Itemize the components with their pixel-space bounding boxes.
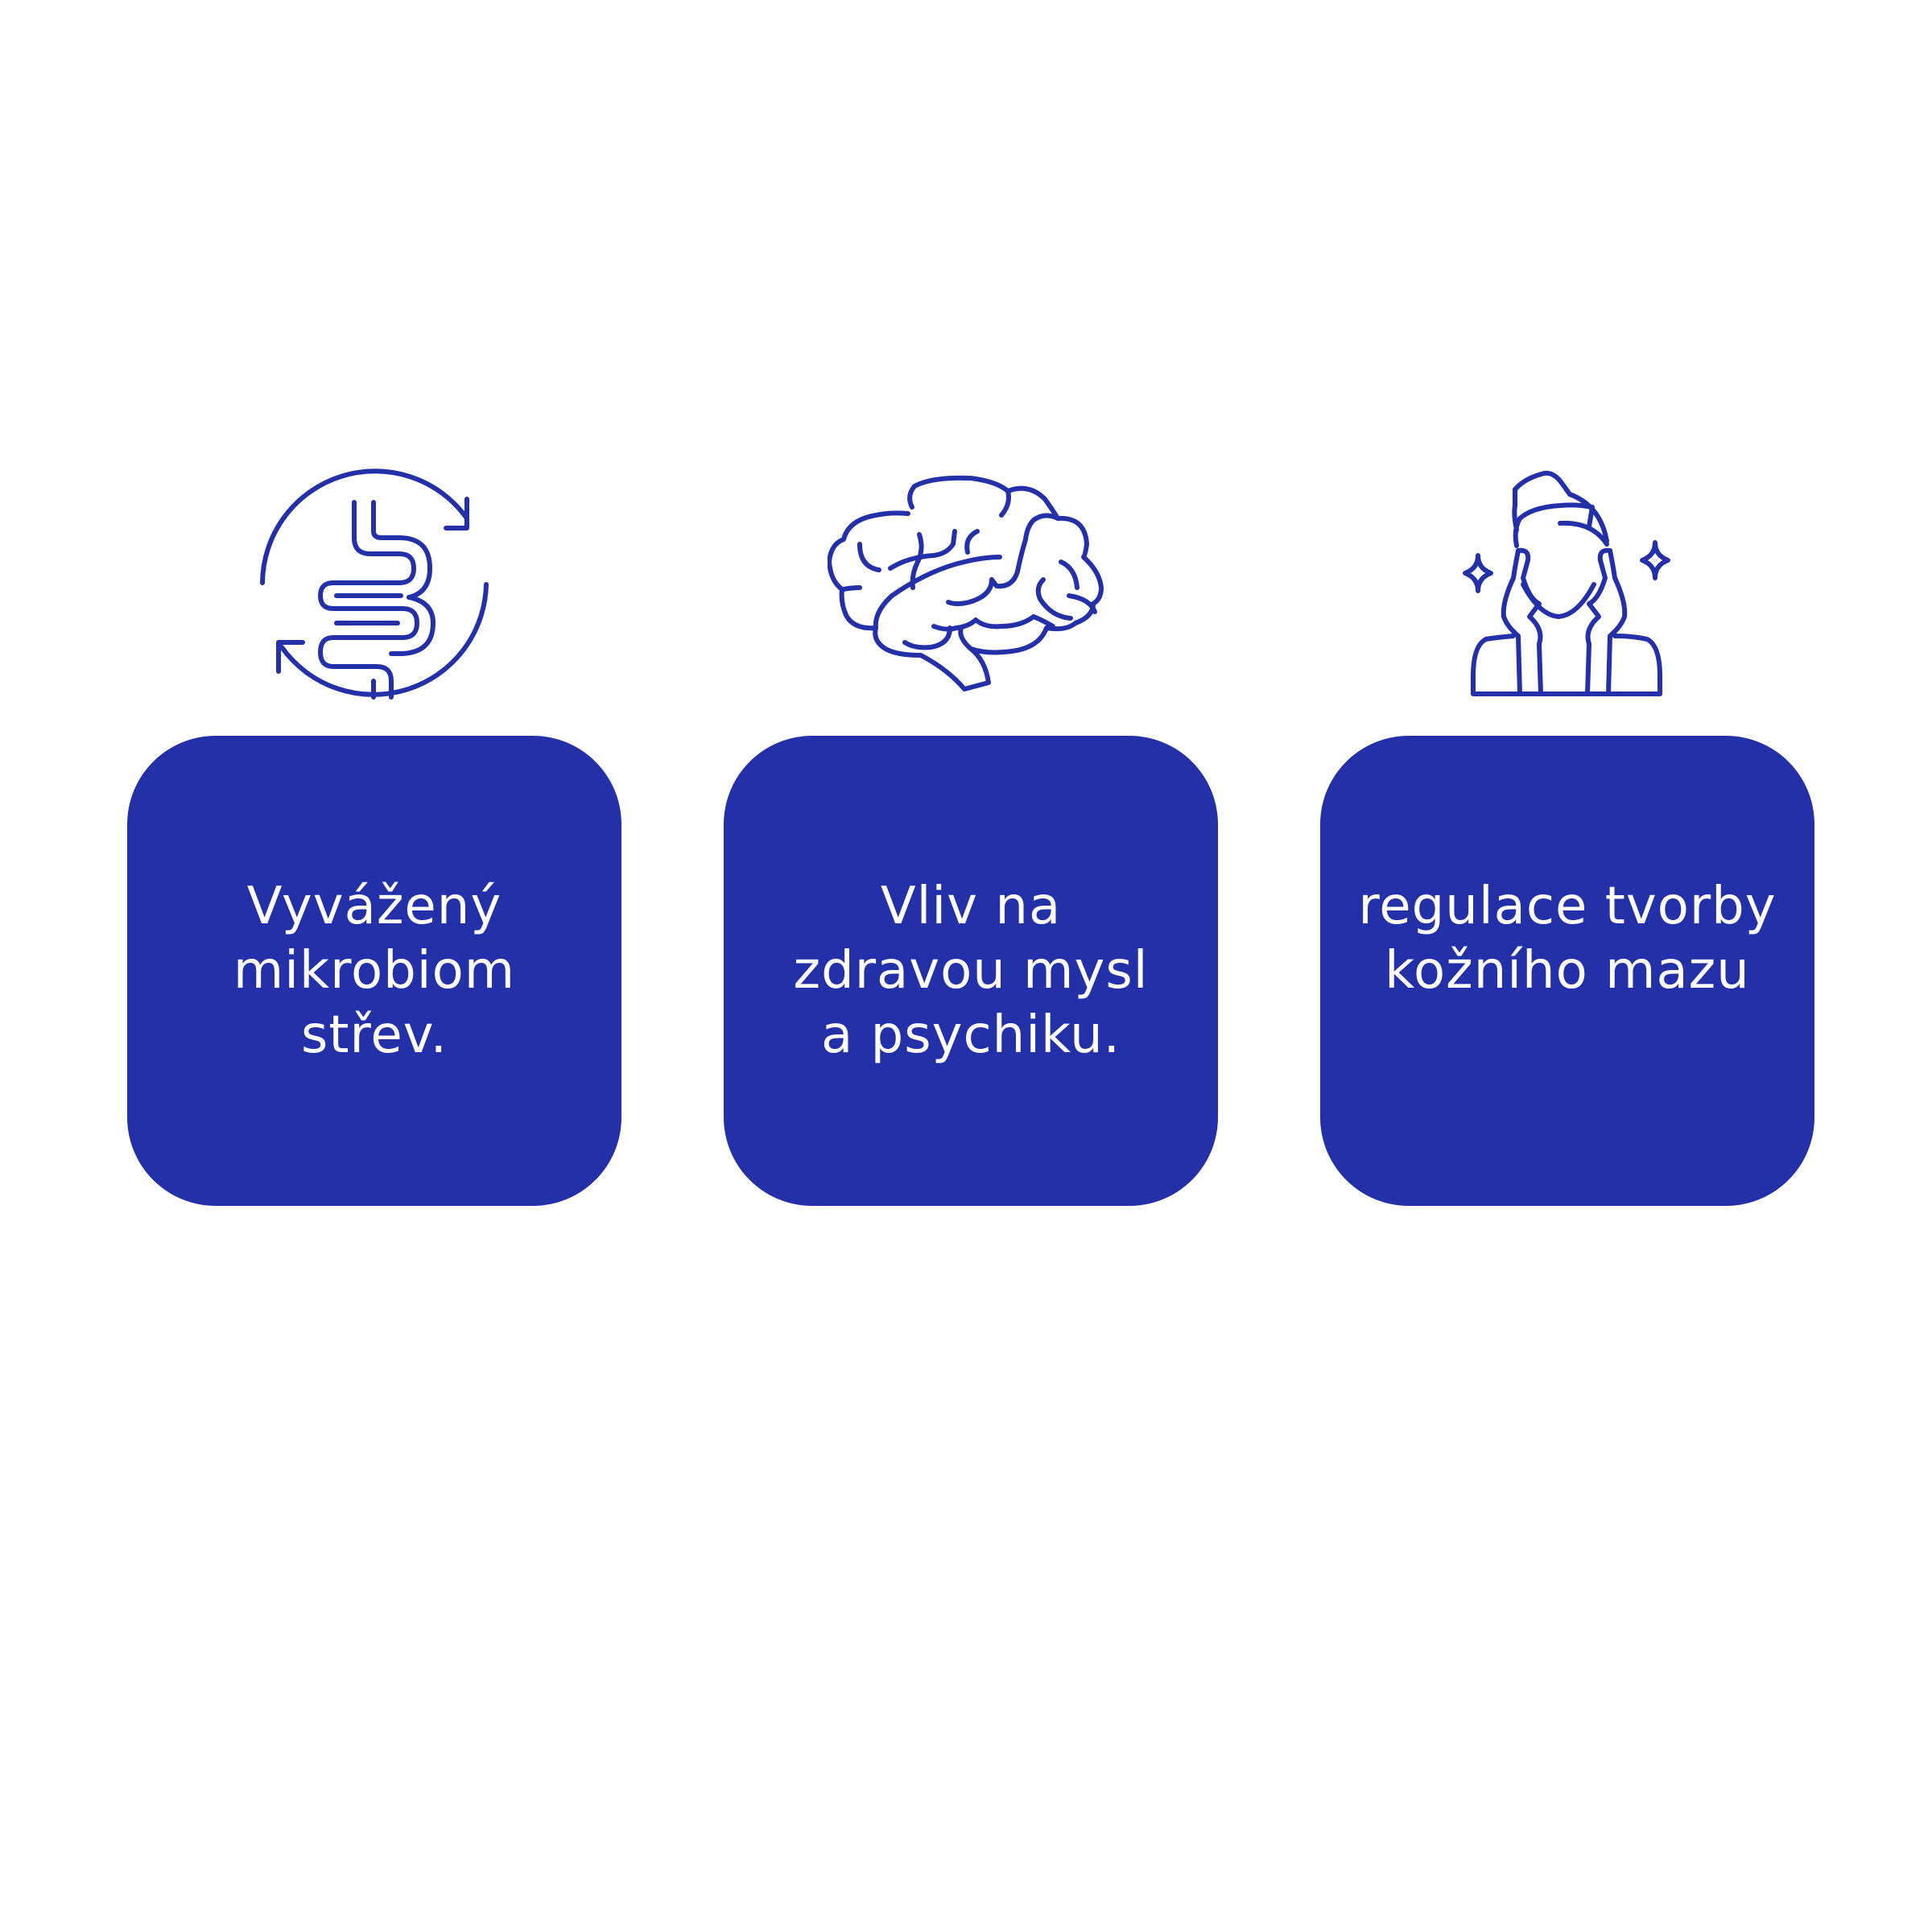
benefit-card-gut-microbiome: Vyvážený mikrobiom střev. xyxy=(127,736,621,1206)
intestine-cycle-icon xyxy=(256,465,491,702)
brain-icon xyxy=(828,467,1111,699)
benefit-card-text: Vliv na zdravou mysl a psychiku. xyxy=(793,877,1149,1065)
benefit-card-sebum: regulace tvorby kožního mazu xyxy=(1320,736,1814,1206)
woman-skincare-sparkle-icon xyxy=(1455,465,1678,707)
benefit-card-text: regulace tvorby kožního mazu xyxy=(1358,877,1777,1001)
benefit-card-mind: Vliv na zdravou mysl a psychiku. xyxy=(724,736,1218,1206)
benefit-card-text: Vyvážený mikrobiom střev. xyxy=(233,877,516,1065)
